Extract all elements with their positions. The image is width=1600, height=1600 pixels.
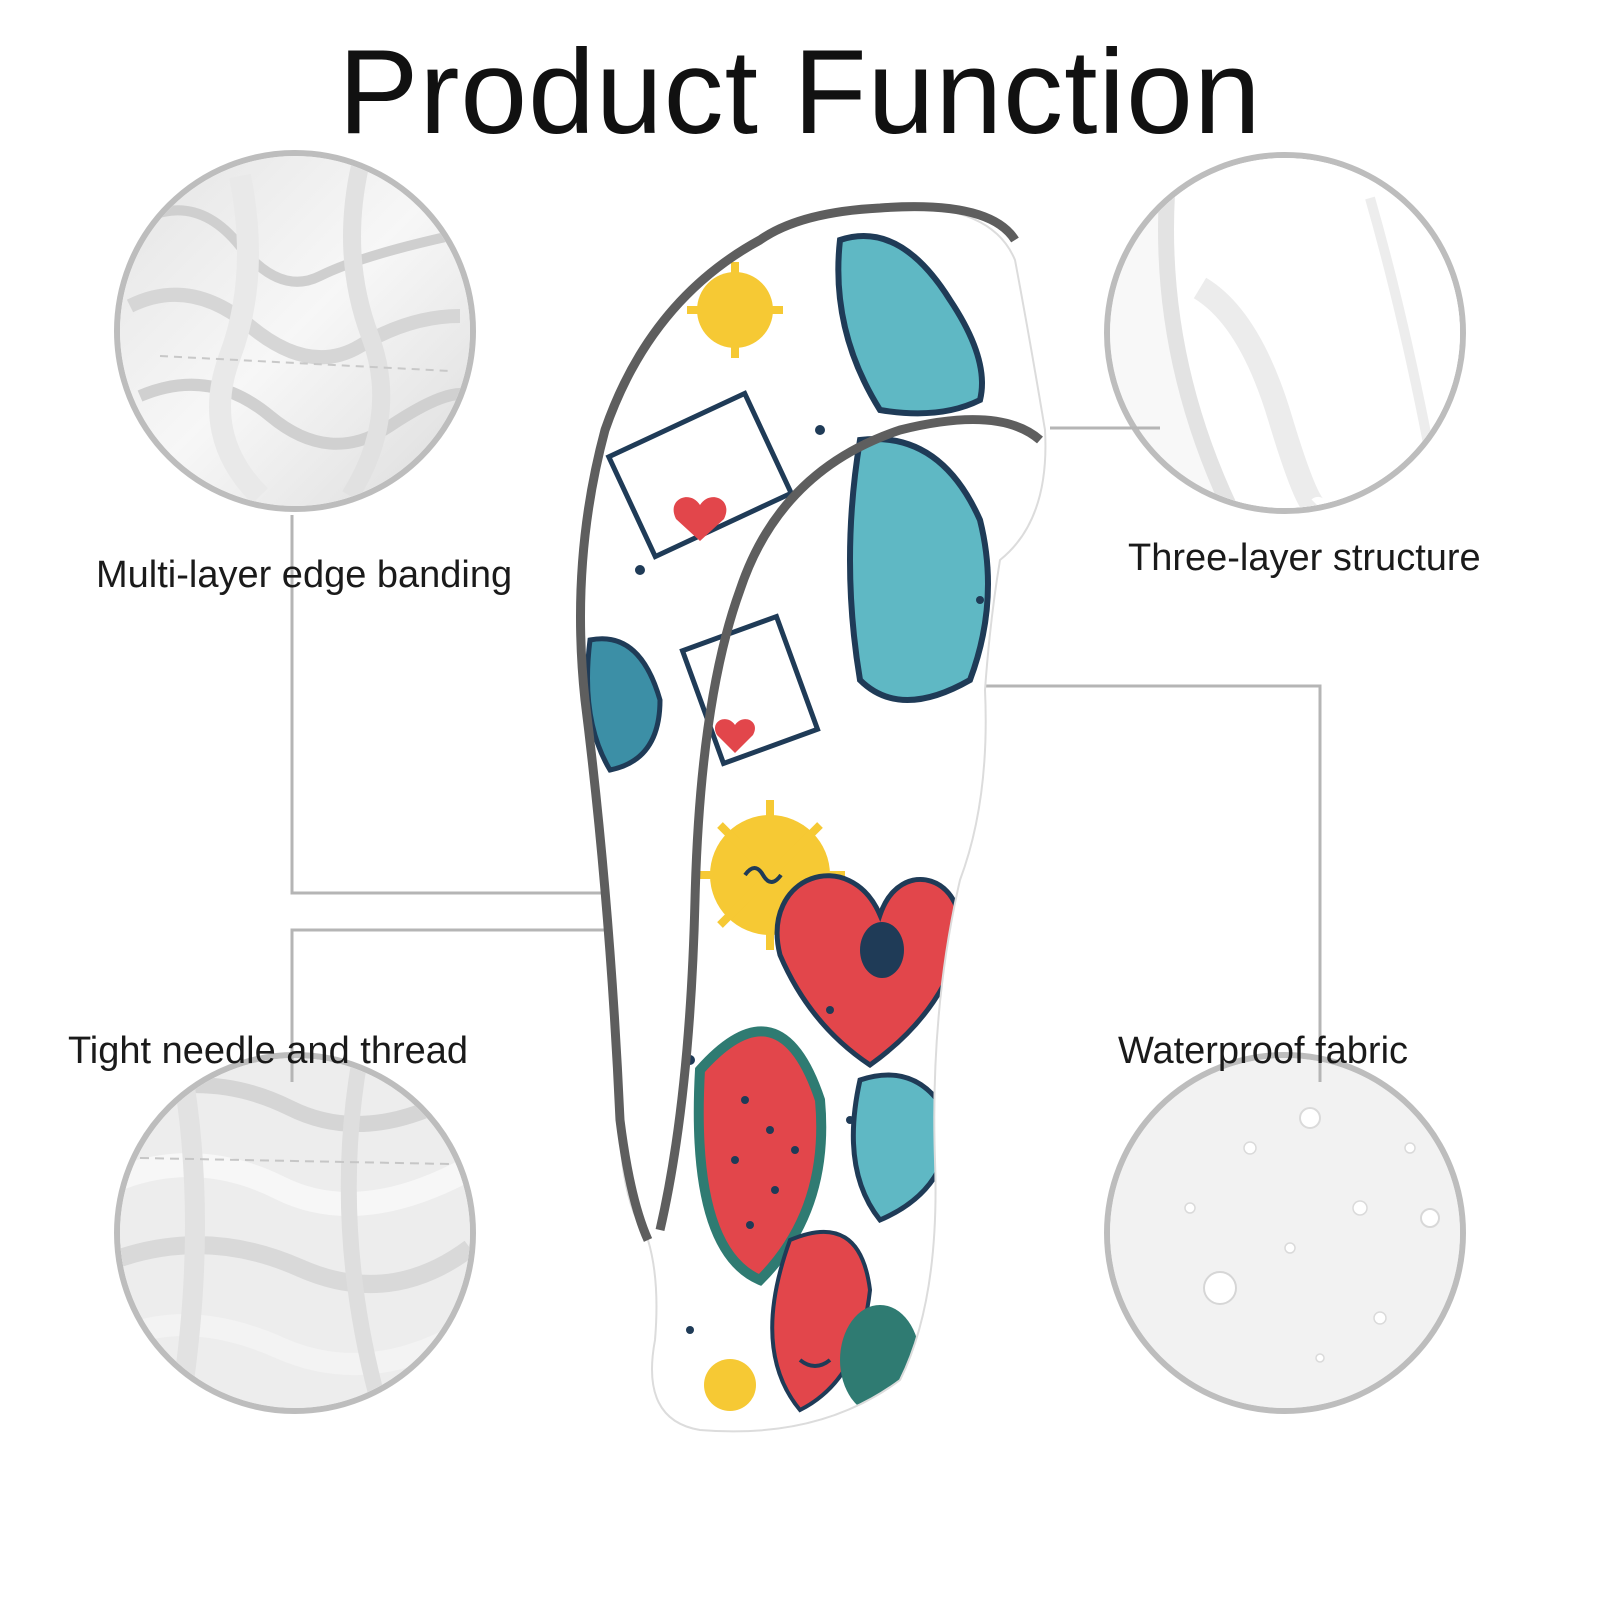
- callout-line-edge-banding: [290, 515, 612, 895]
- needle-thread-detail-image: [114, 1052, 476, 1414]
- feature-label-waterproof: Waterproof fabric: [1118, 1030, 1409, 1072]
- feature-label-three-layer: Three-layer structure: [1128, 537, 1481, 579]
- callout-line-waterproof: [960, 684, 1322, 1082]
- feature-label-needle-thread: Tight needle and thread: [68, 1030, 469, 1072]
- page-title: Product Function: [338, 25, 1262, 159]
- edge-banding-detail-image: [114, 150, 476, 512]
- three-layer-structure-detail-image: [1104, 152, 1466, 514]
- callout-line-needle-thread: [290, 928, 612, 1082]
- feature-label-edge-banding: Multi-layer edge banding: [96, 554, 513, 596]
- waterproof-fabric-detail-image: [1104, 1052, 1466, 1414]
